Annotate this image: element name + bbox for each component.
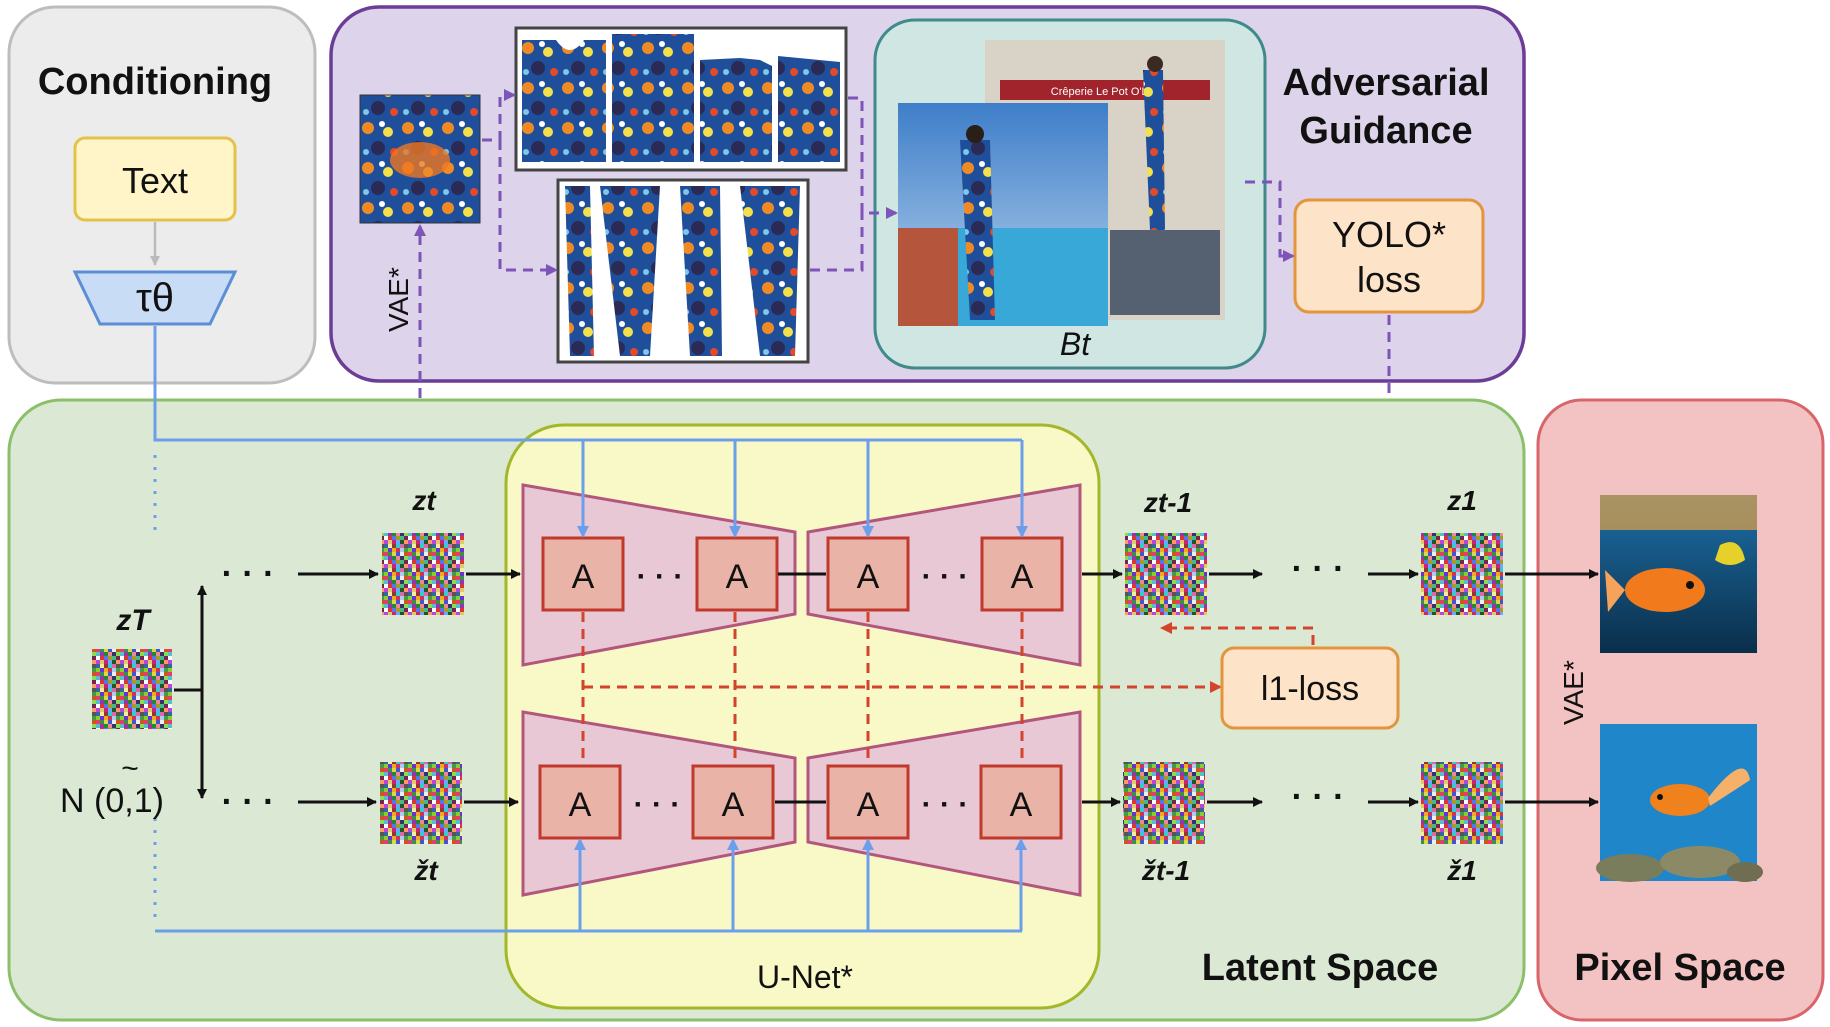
latent-zt-1-check [1123,762,1205,844]
z1-label: z1 [1446,485,1477,516]
attn-block-l3 [826,764,910,840]
shirt-piece-2 [612,34,694,162]
zt1-label: zt-1 [1143,487,1192,518]
l1-coupling-lines [581,612,1315,764]
encoder-label: τθ [136,276,174,320]
noise-tilde: ~ [121,752,139,785]
goldfish-2-body [1650,784,1710,816]
attn-label-u1: A [572,558,595,596]
attn-dots-l2: · · · [922,788,969,821]
latent-space-title: Latent Space [1202,947,1439,989]
attn-block-u1 [541,536,625,612]
latent-zt-1 [1125,533,1207,615]
noise-distribution-label: N (0,1) [60,782,164,820]
yolo-label-2: loss [1357,259,1421,300]
yolo-loss-box [1293,198,1485,314]
rock-3 [1727,862,1763,882]
yolo-label-1: YOLO* [1332,214,1446,255]
pants-piece-1 [565,186,594,356]
shirt-piece-3 [700,58,772,162]
attn-block-u3 [826,536,910,612]
attn-block-u2 [695,536,779,612]
adversarial-title-2: Guidance [1299,110,1472,152]
attn-block-l1 [538,764,622,840]
conditioning-lines [153,326,1028,933]
latent-z1 [1421,533,1503,615]
backgrounds-label: Bt [1060,326,1091,362]
goldfish-2-eye [1657,794,1663,800]
attn-label-l4: A [1010,786,1033,824]
text-box-label: Text [122,160,188,201]
attn-dots-u1: · · · [637,560,684,593]
l1-loss-box [1220,646,1400,730]
latent-zT [92,649,172,729]
pixel-space-title: Pixel Space [1574,947,1785,989]
pool-deck [898,228,958,326]
conditioning-title: Conditioning [38,61,272,103]
cafe-furniture [1110,230,1220,315]
shop-sign-text: Crêperie Le Pot O'Lait [1051,86,1160,98]
vae-decoder-label: VAE* [1558,660,1589,725]
person-figure-street [1143,70,1165,230]
unet-decoder-upper [806,483,1082,667]
lower-mid-dots: · · · [1292,778,1345,816]
lower-start-dots: · · · [222,783,275,821]
attn-label-l3: A [857,786,880,824]
latent-z1-check [1421,762,1503,844]
zt-check-label: žt [413,855,439,886]
adversarial-title-1: Adversarial [1282,62,1489,104]
yellow-fish [1715,542,1745,565]
unet-label: U-Net* [757,959,853,995]
goldfish-1-tail [1605,570,1625,612]
unet-encoder-upper [521,483,797,667]
zt-label: zt [411,485,437,516]
attn-block-u4 [980,536,1064,612]
pants-piece-3 [680,186,722,356]
attn-label-l1: A [569,786,592,824]
person-figure-pool [960,140,995,320]
rock-1 [1596,854,1664,882]
pants-piece-2 [600,186,660,356]
attention-blocks-lower [538,764,1063,840]
l1-loss-label: l1-loss [1261,670,1359,708]
goldfish-1-eye [1686,581,1694,589]
upper-start-dots: · · · [222,555,275,593]
shirt-piece-1 [522,40,606,162]
attn-label-u4: A [1011,558,1034,596]
goldfish-1-body [1625,568,1705,612]
pants-piece-4 [740,186,800,356]
text-box [73,136,237,222]
upper-mid-dots: · · · [1292,550,1345,588]
attn-label-u2: A [726,558,749,596]
goldfish-2-tail [1708,768,1750,806]
zt1-check-label: žt-1 [1141,855,1190,886]
person-head-street [1147,56,1163,72]
output-image-1-surface [1600,495,1757,530]
vae-encoder-label: VAE* [383,267,414,332]
shirt-piece-4 [778,56,840,162]
rock-2 [1660,846,1740,878]
person-head-pool [966,125,984,143]
attn-block-l2 [691,764,775,840]
attn-label-l2: A [722,786,745,824]
attn-label-u3: A [857,558,880,596]
z1-check-label: ž1 [1446,855,1477,886]
zT-branch-arrows [174,585,207,799]
texture-fish-shape [390,142,450,178]
attention-blocks-upper [541,536,1064,612]
attn-dots-u2: · · · [922,560,969,593]
unet-decoder-lower [806,710,1082,897]
attn-dots-l1: · · · [634,788,681,821]
latent-zt [382,533,464,615]
text-encoder [72,270,238,326]
latent-zt-check [380,762,462,844]
zT-label: zT [115,604,152,637]
